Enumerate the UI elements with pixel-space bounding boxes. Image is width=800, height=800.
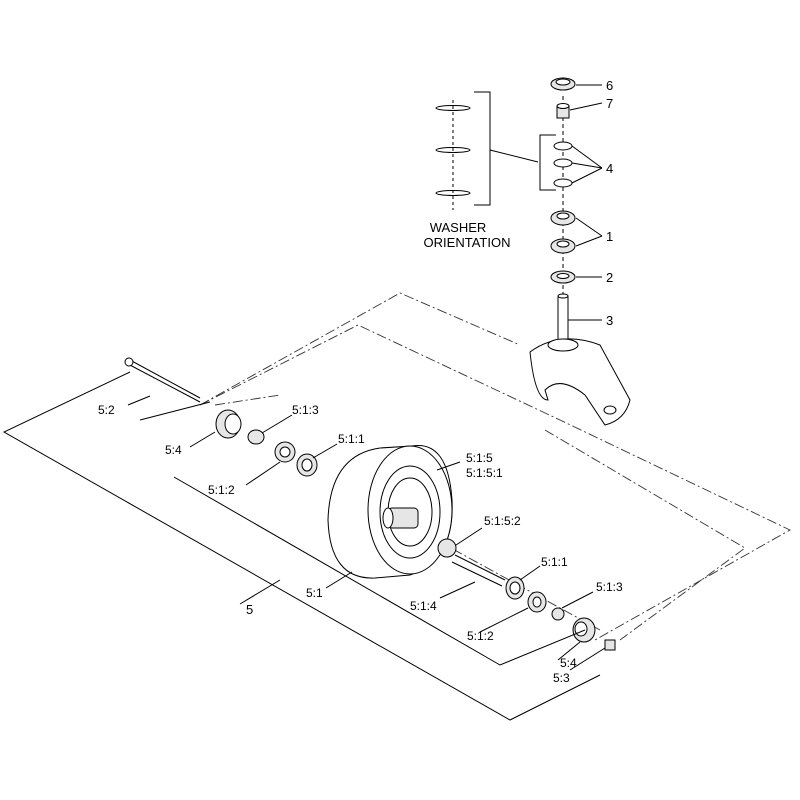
callout-5-1-4: 5:1:4 (410, 599, 437, 613)
washer-orientation-title-1: WASHER (430, 220, 487, 235)
bearing-spacer-left-part (247, 429, 265, 445)
callout-5-1-3-left: 5:1:3 (292, 403, 319, 417)
callout-5-1-5-1: 5:1:5:1 (466, 466, 503, 480)
callout-3: 3 (606, 313, 613, 328)
nut-right-part (604, 639, 616, 651)
washer-part (553, 141, 573, 151)
callout-5: 5 (246, 602, 253, 617)
callout-5-1-2-left: 5:1:2 (208, 483, 235, 497)
seal-right-part (437, 538, 457, 558)
callout-5-1-5: 5:1:5 (466, 451, 493, 465)
callout-5-4-right: 5:4 (560, 656, 577, 670)
callout-5-2: 5:2 (98, 403, 115, 417)
callout-4: 4 (606, 161, 613, 176)
caster-fork-part (529, 338, 631, 426)
callout-5-1-2-right: 5:1:2 (467, 629, 494, 643)
spindle-stack (529, 77, 631, 426)
callout-7: 7 (606, 96, 613, 111)
callout-5-4-left: 5:4 (165, 443, 182, 457)
callout-5-1-5-2: 5:1:5:2 (484, 514, 521, 528)
leader-lines (127, 84, 606, 671)
callout-5-1: 5:1 (306, 586, 323, 600)
bearing-spacer-right-part (551, 607, 565, 621)
callout-2: 2 (606, 270, 613, 285)
callout-5-1-1-right: 5:1:1 (541, 555, 568, 569)
callout-labels: 6 7 4 1 2 3 5:2 5:4 5:1:3 5:1:1 5:1:2 5:… (98, 78, 623, 685)
callout-1: 1 (606, 229, 613, 244)
axle-bolt-part (124, 357, 201, 403)
callout-6: 6 (606, 78, 613, 93)
wheel-assembly (327, 444, 453, 579)
grouping-brackets (2, 371, 601, 721)
washer-orientation-title-2: ORIENTATION (424, 235, 511, 250)
callout-5-1-1-left: 5:1:1 (338, 432, 365, 446)
callout-5-1-3-right: 5:1:3 (596, 580, 623, 594)
callout-5-3: 5:3 (553, 671, 570, 685)
washer-orientation-detail: WASHER ORIENTATION (424, 91, 539, 250)
